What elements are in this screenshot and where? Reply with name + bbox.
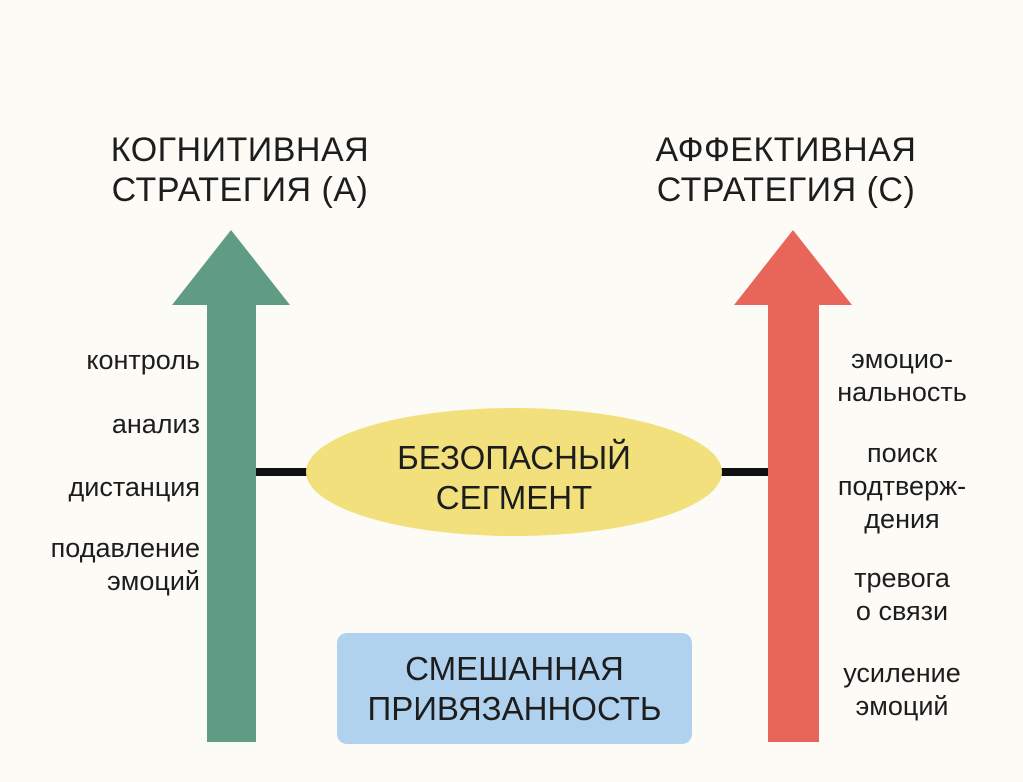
list-item-text: эмоций — [107, 566, 200, 596]
affective-strategy-arrow — [734, 230, 852, 742]
list-item-text: нальность — [837, 377, 967, 407]
list-item: анализ — [112, 408, 200, 441]
cognitive-strategy-title-line-1: КОГНИТИВНАЯ — [110, 131, 370, 169]
list-item-text: тревога — [854, 563, 950, 593]
list-item-text: подтверж- — [837, 471, 967, 501]
cognitive-strategy-title: КОГНИТИВНАЯ СТРАТЕГИЯ (А) — [90, 130, 390, 210]
list-item: дистанция — [69, 471, 201, 504]
list-item-text: контроль — [86, 345, 200, 375]
list-item: усиление эмоций — [812, 657, 992, 723]
list-item-text: эмоцио- — [851, 344, 953, 374]
list-item: подавление эмоций — [51, 532, 200, 598]
affective-strategy-title: АФФЕКТИВНАЯ СТРАТЕГИЯ (С) — [636, 130, 936, 210]
list-item-text: усиление — [843, 658, 961, 688]
list-item: контроль — [86, 344, 200, 377]
mixed-attachment-label-line-2: ПРИВЯЗАННОСТЬ — [367, 689, 662, 727]
list-item: эмоцио- нальность — [812, 343, 992, 409]
cognitive-strategy-title-line-2: СТРАТЕГИЯ (А) — [111, 171, 369, 209]
mixed-attachment-box: СМЕШАННАЯ ПРИВЯЗАННОСТЬ — [337, 633, 692, 744]
list-item-text: подавление — [50, 533, 200, 563]
affective-strategy-title-line-2: СТРАТЕГИЯ (С) — [656, 171, 916, 209]
list-item-text: о связи — [855, 596, 949, 626]
list-item-text: поиск — [866, 438, 938, 468]
list-item-text: дистанция — [68, 472, 201, 502]
list-item-text: анализ — [111, 409, 200, 439]
secure-segment-label: БЕЗОПАСНЫЙ СЕГМЕНТ — [308, 438, 720, 518]
list-item-text: эмоций — [855, 691, 949, 721]
secure-segment-ellipse — [306, 408, 722, 536]
list-item: поиск подтверж- дения — [812, 437, 992, 536]
secure-segment-label-line-1: БЕЗОПАСНЫЙ — [397, 439, 631, 476]
affective-strategy-title-line-1: АФФЕКТИВНАЯ — [655, 131, 917, 169]
list-item: тревога о связи — [812, 562, 992, 628]
cognitive-strategy-arrow — [172, 230, 290, 742]
list-item-text: дения — [864, 504, 940, 534]
mixed-attachment-label-line-1: СМЕШАННАЯ — [405, 649, 624, 687]
secure-segment-label-line-2: СЕГМЕНТ — [435, 479, 593, 516]
